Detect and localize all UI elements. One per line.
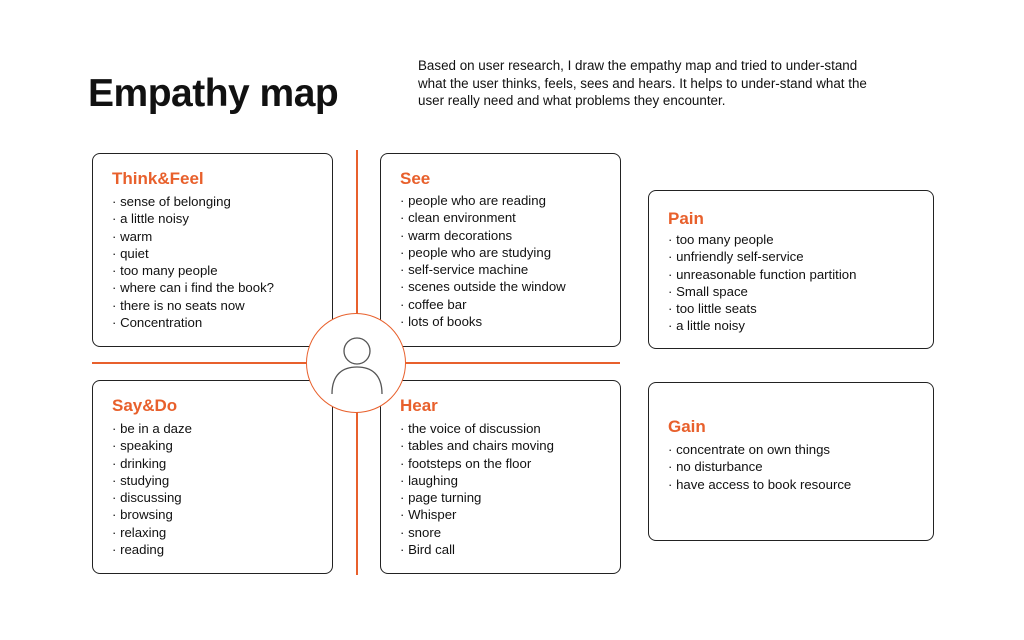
list-item: unreasonable function partition bbox=[668, 266, 856, 283]
list-item: unfriendly self-service bbox=[668, 248, 856, 265]
pain-title: Pain bbox=[668, 209, 704, 228]
gain-list: concentrate on own thingsno disturbanceh… bbox=[668, 441, 851, 493]
gain-title: Gain bbox=[668, 417, 706, 436]
list-item: quiet bbox=[112, 245, 274, 262]
list-item: reading bbox=[112, 541, 192, 558]
list-item: where can i find the book? bbox=[112, 279, 274, 296]
pain-card: Pain too many peopleunfriendly self-serv… bbox=[648, 190, 934, 349]
list-item: scenes outside the window bbox=[400, 278, 566, 295]
list-item: too many people bbox=[668, 231, 856, 248]
list-item: too little seats bbox=[668, 300, 856, 317]
list-item: people who are reading bbox=[400, 192, 566, 209]
pain-list: too many peopleunfriendly self-serviceun… bbox=[668, 231, 856, 335]
list-item: too many people bbox=[112, 262, 274, 279]
list-item: coffee bar bbox=[400, 296, 566, 313]
list-item: concentrate on own things bbox=[668, 441, 851, 458]
user-icon bbox=[331, 337, 383, 395]
list-item: page turning bbox=[400, 489, 554, 506]
list-item: speaking bbox=[112, 437, 192, 454]
list-item: snore bbox=[400, 524, 554, 541]
list-item: Bird call bbox=[400, 541, 554, 558]
list-item: footsteps on the floor bbox=[400, 455, 554, 472]
list-item: people who are studying bbox=[400, 244, 566, 261]
list-item: there is no seats now bbox=[112, 297, 274, 314]
list-item: discussing bbox=[112, 489, 192, 506]
list-item: laughing bbox=[400, 472, 554, 489]
list-item: drinking bbox=[112, 455, 192, 472]
list-item: warm decorations bbox=[400, 227, 566, 244]
hear-card: Hear the voice of discussiontables and c… bbox=[380, 380, 621, 574]
hear-title: Hear bbox=[400, 396, 438, 415]
say-do-title: Say&Do bbox=[112, 396, 178, 415]
gain-card: Gain concentrate on own thingsno disturb… bbox=[648, 382, 934, 541]
list-item: self-service machine bbox=[400, 261, 566, 278]
list-item: Whisper bbox=[400, 506, 554, 523]
list-item: the voice of discussion bbox=[400, 420, 554, 437]
say-do-list: be in a dazespeakingdrinkingstudyingdisc… bbox=[112, 420, 192, 558]
list-item: lots of books bbox=[400, 313, 566, 330]
list-item: clean environment bbox=[400, 209, 566, 226]
hear-list: the voice of discussiontables and chairs… bbox=[400, 420, 554, 558]
list-item: have access to book resource bbox=[668, 476, 851, 493]
page-title: Empathy map bbox=[88, 72, 339, 115]
center-avatar bbox=[306, 313, 406, 413]
list-item: no disturbance bbox=[668, 458, 851, 475]
say-do-card: Say&Do be in a dazespeakingdrinkingstudy… bbox=[92, 380, 333, 574]
list-item: a little noisy bbox=[668, 317, 856, 334]
list-item: relaxing bbox=[112, 524, 192, 541]
list-item: tables and chairs moving bbox=[400, 437, 554, 454]
think-feel-card: Think&Feel sense of belonginga little no… bbox=[92, 153, 333, 347]
list-item: Small space bbox=[668, 283, 856, 300]
think-feel-title: Think&Feel bbox=[112, 169, 204, 188]
list-item: Concentration bbox=[112, 314, 274, 331]
list-item: a little noisy bbox=[112, 210, 274, 227]
list-item: studying bbox=[112, 472, 192, 489]
see-list: people who are readingclean environmentw… bbox=[400, 192, 566, 330]
list-item: sense of belonging bbox=[112, 193, 274, 210]
see-card: See people who are readingclean environm… bbox=[380, 153, 621, 347]
list-item: be in a daze bbox=[112, 420, 192, 437]
intro-text: Based on user research, I draw the empat… bbox=[418, 58, 867, 108]
list-item: warm bbox=[112, 228, 274, 245]
list-item: browsing bbox=[112, 506, 192, 523]
see-title: See bbox=[400, 169, 431, 188]
think-feel-list: sense of belonginga little noisywarmquie… bbox=[112, 193, 274, 331]
